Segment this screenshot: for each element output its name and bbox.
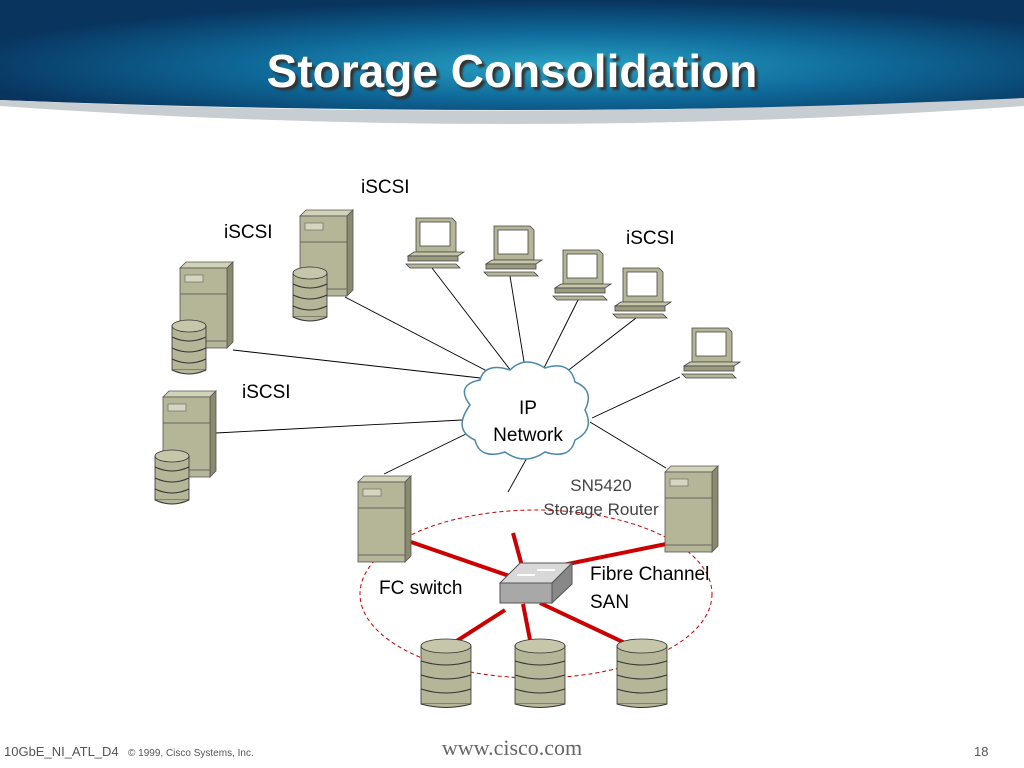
san-label: SAN xyxy=(590,592,629,613)
san-disk-icon xyxy=(420,638,472,708)
label-iscsi: iSCSI xyxy=(242,382,291,403)
cloud-icon xyxy=(461,361,590,460)
copyright: © 1999, Cisco Systems, Inc. xyxy=(128,748,254,759)
fc-switch-label: FC switch xyxy=(379,578,462,599)
label-iscsi: iSCSI xyxy=(361,177,410,198)
iscsi-server-icon xyxy=(171,261,234,375)
iscsi-server-icon xyxy=(154,390,217,505)
router-label: Storage Router xyxy=(543,500,659,519)
pc-icon xyxy=(483,225,543,277)
cloud-label: IP xyxy=(519,398,537,419)
router-label: SN5420 xyxy=(570,476,631,495)
san-label: Fibre Channel xyxy=(590,564,709,585)
slide-header xyxy=(0,0,1024,124)
pc-icon xyxy=(552,249,612,301)
footer-url: www.cisco.com xyxy=(441,735,583,760)
pc-icon xyxy=(405,217,465,269)
fc-server-icon xyxy=(357,475,412,563)
label-iscsi: iSCSI xyxy=(224,222,273,243)
slide-title: Storage Consolidation xyxy=(266,45,758,97)
label-iscsi: iSCSI xyxy=(626,228,675,249)
cloud-label: Network xyxy=(493,425,563,446)
san-disk-icon xyxy=(616,638,668,708)
san-disk-icon xyxy=(514,638,566,708)
storage-router-icon xyxy=(664,465,719,553)
pc-icon xyxy=(681,327,741,379)
pc-icon xyxy=(612,267,672,319)
fc-switch-icon xyxy=(498,561,574,605)
ip-links xyxy=(215,267,681,493)
iscsi-server-icon xyxy=(292,209,354,322)
page-number: 18 xyxy=(974,744,989,759)
footer-code: 10GbE_NI_ATL_D4 xyxy=(4,744,119,759)
